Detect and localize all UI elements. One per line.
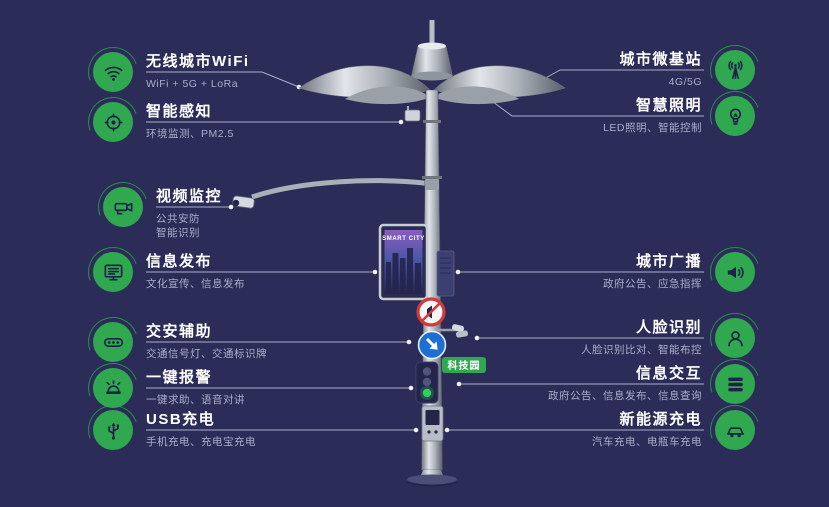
feature-title: 一键报警 — [146, 369, 213, 386]
feature-subtitle: 公共安防 智能识别 — [156, 213, 200, 239]
feature-subtitle: 一键求助、语音对讲 — [146, 394, 245, 406]
car-icon — [715, 410, 755, 450]
camera-arm — [251, 178, 434, 200]
feature-ev-charging: 新能源充电 汽车充电、电瓶车充电 — [592, 410, 755, 450]
feature-subtitle: WiFi + 5G + LoRa — [146, 78, 239, 90]
cctv-camera — [232, 195, 255, 209]
sensor-icon — [93, 102, 133, 142]
feature-title: 信息交互 — [635, 365, 702, 382]
feature-subtitle: 手机充电、充电宝充电 — [146, 436, 256, 448]
feature-sensing: 智能感知 环境监测、PM2.5 — [93, 102, 234, 142]
person-icon — [715, 318, 755, 358]
smart-pole: SMART CITY — [232, 20, 566, 487]
feature-smart-lighting: 智慧照明 LED照明、智能控制 — [603, 96, 755, 136]
feature-info-interaction: 信息交互 政府公告、信息发布、信息查询 — [548, 364, 755, 404]
feature-title: 城市广播 — [635, 253, 702, 270]
feature-video-surveillance: 视频监控 公共安防 智能识别 — [103, 187, 222, 240]
broadcast-box — [436, 250, 455, 297]
feature-alarm: 一键报警 一键求助、语音对讲 — [93, 368, 245, 408]
feature-subtitle: 人脸识别比对、智能布控 — [581, 344, 702, 356]
feature-subtitle: 交通信号灯、交通标识牌 — [146, 348, 267, 360]
feature-subtitle: 文化宣传、信息发布 — [146, 278, 245, 290]
feature-face-recognition: 人脸识别 人脸识别比对、智能布控 — [581, 318, 755, 358]
feature-title: 人脸识别 — [635, 319, 702, 336]
traffic-pill-icon — [93, 322, 133, 362]
screen-text: SMART CITY — [382, 236, 425, 242]
antenna-icon — [715, 50, 755, 90]
feature-title: 视频监控 — [156, 188, 223, 205]
feature-info-publish: 信息发布 文化宣传、信息发布 — [93, 252, 245, 292]
feature-subtitle: 政府公告、应急指挥 — [603, 278, 702, 290]
tech-park-label: 科技园 — [448, 359, 481, 372]
environment-sensor — [404, 106, 421, 122]
feature-title: 城市微基站 — [619, 51, 702, 68]
charging-panel — [421, 405, 444, 442]
feature-subtitle: 环境监测、PM2.5 — [146, 128, 234, 140]
megaphone-icon — [715, 252, 755, 292]
feature-title: 智慧照明 — [635, 97, 702, 114]
usb-icon — [93, 410, 133, 450]
pole-base — [407, 470, 457, 487]
feature-usb-charging: USB充电 手机充电、充电宝充电 — [93, 410, 256, 450]
finial — [429, 20, 435, 48]
wifi-icon — [93, 52, 133, 92]
feature-title: 智能感知 — [146, 103, 213, 120]
feature-traffic-assist: 交安辅助 交通信号灯、交通标识牌 — [93, 322, 267, 362]
feature-subtitle: 汽车充电、电瓶车充电 — [592, 436, 702, 448]
feature-city-broadcast: 城市广播 政府公告、应急指挥 — [603, 252, 755, 292]
feature-micro-base-station: 城市微基站 4G/5G — [619, 50, 755, 90]
feature-title: 无线城市WiFi — [146, 53, 250, 70]
feature-title: USB充电 — [146, 411, 216, 428]
led-display: SMART CITY — [378, 223, 429, 301]
display-icon — [93, 252, 133, 292]
list-icon — [715, 364, 755, 404]
feature-title: 新能源充电 — [619, 411, 702, 428]
feature-subtitle: LED照明、智能控制 — [603, 122, 702, 134]
feature-wifi: 无线城市WiFi WiFi + 5G + LoRa — [93, 52, 250, 92]
connector-dots — [228, 82, 536, 433]
lamp-arms — [298, 65, 566, 105]
feature-title: 信息发布 — [146, 253, 213, 270]
traffic-light — [415, 361, 439, 404]
feature-subtitle: 政府公告、信息发布、信息查询 — [548, 390, 702, 402]
tech-park-tag: 科技园 — [442, 357, 486, 373]
face-recognition-cameras — [437, 324, 469, 338]
feature-title: 交安辅助 — [146, 323, 213, 340]
cctv-icon — [103, 187, 143, 227]
bulb-icon — [715, 96, 755, 136]
feature-subtitle: 4G/5G — [668, 76, 702, 88]
no-horn-sign — [416, 297, 446, 327]
siren-icon — [93, 368, 133, 408]
arrow-sign — [417, 330, 447, 360]
connector-lines — [146, 69, 704, 431]
